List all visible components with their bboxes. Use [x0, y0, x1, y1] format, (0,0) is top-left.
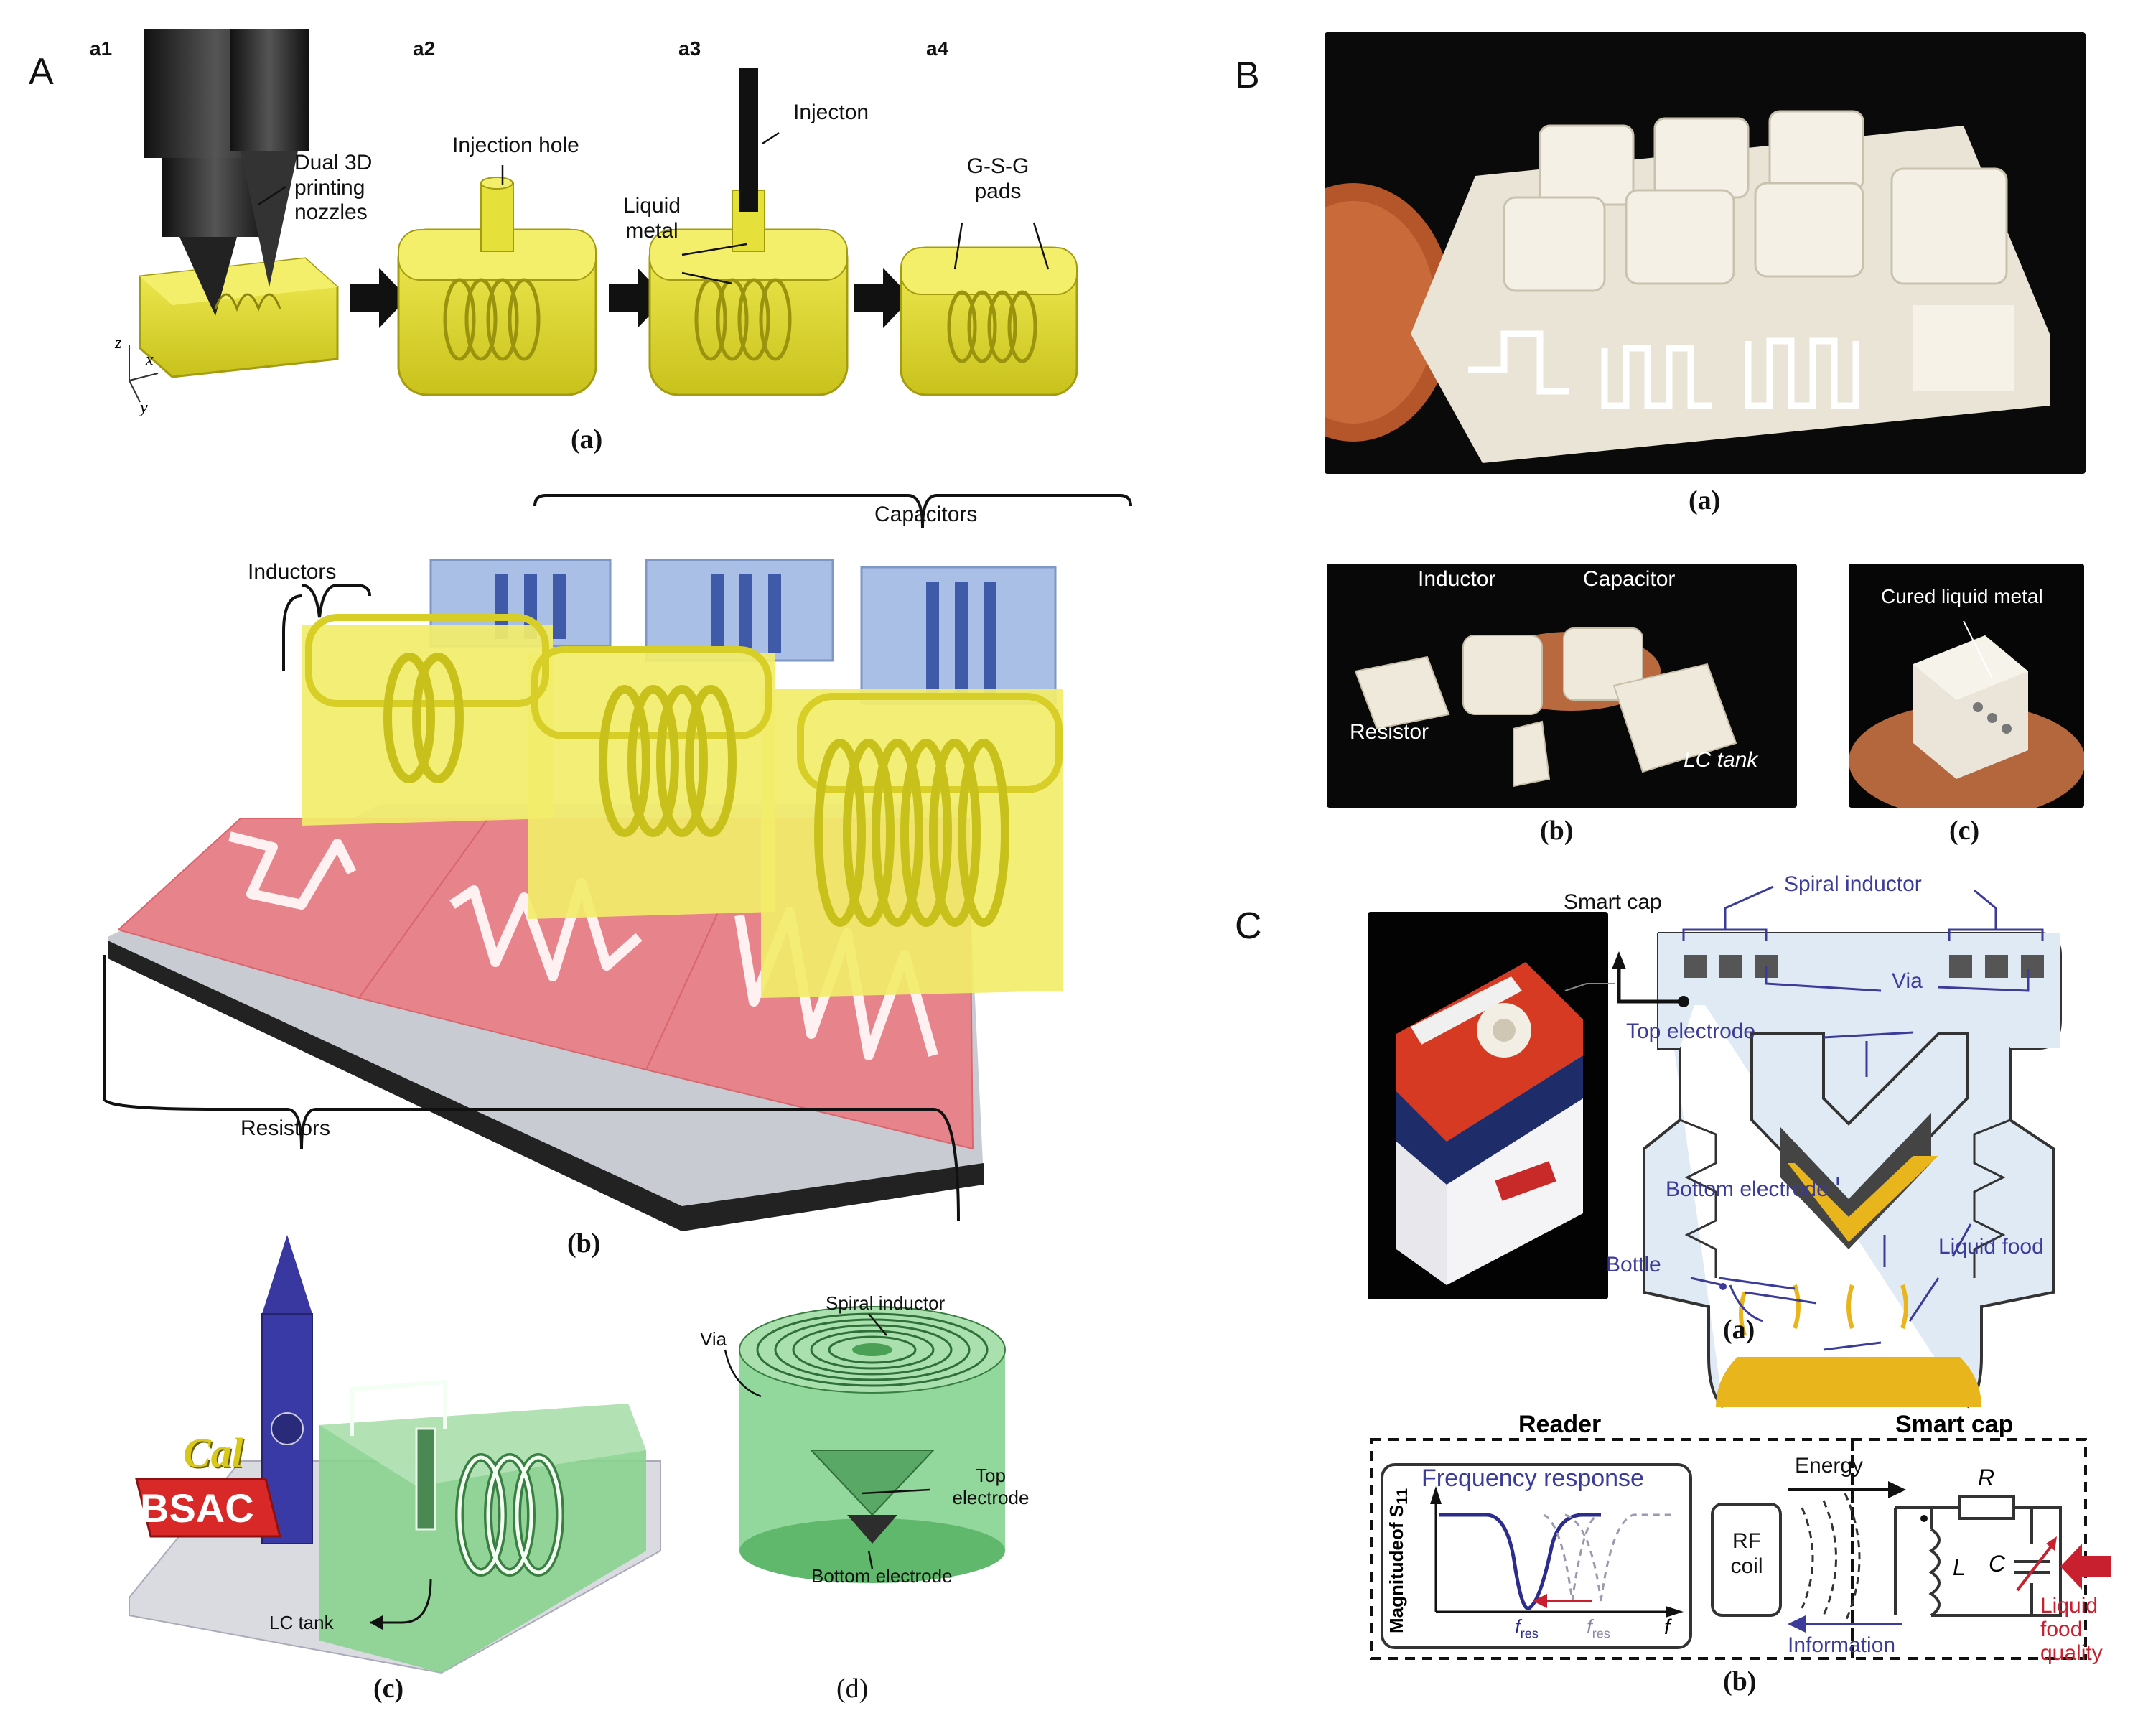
- panel-B-letter: B: [1235, 55, 1260, 96]
- photo-printed-components: [1325, 32, 2086, 474]
- label-gsg-pads: G-S-G pads: [966, 154, 1030, 203]
- caption-B-b: (b): [1540, 816, 1574, 846]
- photo-milk-carton: [1368, 912, 1608, 1299]
- label-liquid-metal: Liquid metal: [622, 194, 681, 243]
- panel-A-letter: A: [29, 51, 54, 93]
- arrow-right-icon: [350, 268, 408, 328]
- label-C-via: Via: [1892, 969, 1923, 993]
- caption-B-a: (a): [1689, 485, 1721, 515]
- smart-cap-model-illustration: [724, 1306, 1006, 1583]
- label-C-top-electrode: Top electrode: [1626, 1019, 1756, 1043]
- label-C-bottom-electrode: Bottom electrode: [1666, 1177, 1829, 1201]
- label-d-spiral-inductor: Spiral inductor: [826, 1292, 946, 1314]
- label-lc-tank: LC tank: [269, 1612, 334, 1633]
- label-C-liquid-food: Liquid food: [1938, 1235, 2044, 1259]
- label-b-inductor: Inductor: [1418, 567, 1496, 591]
- caption-B-c: (c): [1949, 816, 1980, 846]
- photo-cured-liquid-metal: [1849, 564, 2084, 808]
- label-b-resistor: Resistor: [1350, 720, 1429, 744]
- caption-A-b: (b): [567, 1228, 601, 1259]
- caption-C-a: (a): [1723, 1315, 1755, 1345]
- label-C-smart-cap: Smart cap: [1564, 890, 1662, 914]
- label-d-bottom-electrode: Bottom electrode: [811, 1565, 953, 1587]
- label-b-smart-cap: Smart cap: [1895, 1411, 2014, 1438]
- fres2-sub: res: [1592, 1626, 1610, 1641]
- label-nozzles: Dual 3D printing nozzles: [294, 151, 373, 224]
- label-liquid-food-quality: Liquid food quality: [2040, 1594, 2103, 1665]
- photo-components-on-coin: [1327, 564, 1797, 808]
- label-energy: Energy: [1795, 1454, 1864, 1478]
- label-C-cap: C: [1989, 1551, 2006, 1577]
- label-b-lc-tank: LC tank: [1684, 748, 1758, 772]
- label-magnitude-sub: 11: [1393, 1488, 1411, 1505]
- label-fres-2: fres: [1587, 1615, 1610, 1642]
- fres2-f: f: [1587, 1615, 1592, 1638]
- label-magnitude-text: Magnitudeof S: [1386, 1504, 1407, 1633]
- caption-A-a: (a): [571, 424, 603, 454]
- printing-process-illustration: z x y: [114, 29, 1078, 417]
- panel-C-letter: C: [1235, 905, 1262, 947]
- caption-A-d: (d): [836, 1674, 869, 1704]
- step-a4: a4: [926, 37, 949, 60]
- label-reader: Reader: [1518, 1411, 1602, 1438]
- step-a2: a2: [413, 37, 436, 60]
- label-inductors: Inductors: [248, 560, 337, 584]
- label-C-bottle: Bottle: [1606, 1253, 1661, 1277]
- arrow-right-icon: [854, 268, 912, 328]
- fres1-sub: res: [1520, 1626, 1539, 1641]
- step-a3: a3: [678, 37, 701, 60]
- lc-tank-illustration: [129, 1235, 661, 1674]
- label-d-via: Via: [700, 1328, 727, 1350]
- axis-y: y: [139, 398, 148, 417]
- label-capacitors: Capacitors: [874, 503, 978, 526]
- axis-x: x: [145, 350, 154, 369]
- label-L: L: [1953, 1554, 1966, 1580]
- label-d-top-electrode: Top electrode: [952, 1465, 1030, 1508]
- label-rf-coil: RF coil: [1730, 1529, 1763, 1578]
- step-a1: a1: [90, 37, 113, 60]
- component-array-illustration: [103, 494, 1132, 1231]
- label-c-cured: Cured liquid metal: [1881, 585, 2043, 607]
- label-cal-logo: Cal: [183, 1429, 243, 1476]
- axis-z: z: [114, 334, 122, 353]
- label-C-spiral-inductor: Spiral inductor: [1784, 872, 1922, 896]
- label-bsac-logo: BSAC: [140, 1485, 254, 1531]
- label-frequency-response: Frequency response: [1421, 1465, 1644, 1492]
- label-fres-1: fres: [1515, 1615, 1539, 1642]
- label-injection-hole: Injection hole: [452, 134, 579, 157]
- caption-A-c: (c): [373, 1674, 404, 1704]
- label-f-axis: f: [1664, 1615, 1671, 1639]
- label-injection: Injecton: [793, 101, 869, 124]
- label-magnitude: Magnitudeof S11: [1386, 1488, 1411, 1633]
- label-b-capacitor: Capacitor: [1583, 567, 1676, 591]
- label-information: Information: [1788, 1633, 1896, 1657]
- fres1-f: f: [1515, 1615, 1521, 1638]
- label-resistors: Resistors: [241, 1116, 331, 1140]
- caption-C-b: (b): [1723, 1666, 1757, 1697]
- label-R: R: [1978, 1465, 1995, 1490]
